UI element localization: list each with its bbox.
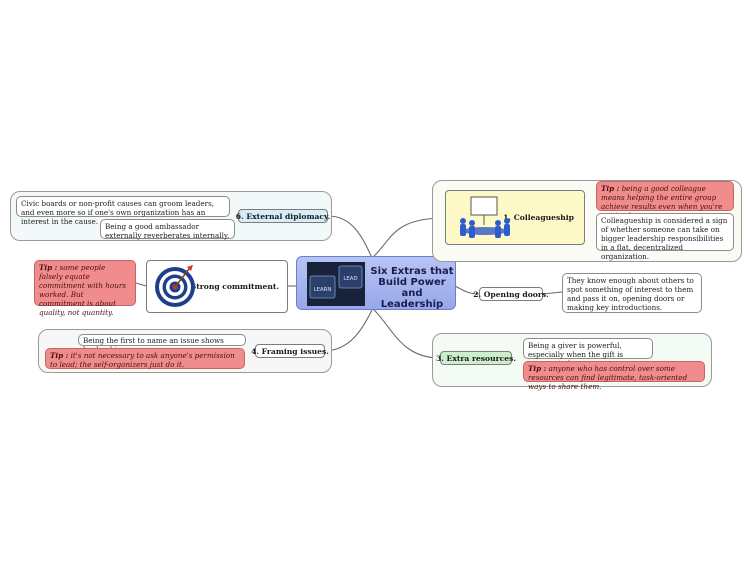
external-diplomacy-note-1[interactable]: Civic boards or non-profit causes can gr… — [16, 196, 230, 226]
framing-issues-note[interactable]: Being the first to name an issue shows l… — [78, 334, 246, 354]
strong-commitment-tip[interactable]: Tip : some people falsely equate commitm… — [34, 260, 136, 317]
colleagueship-topic[interactable]: 1. Colleagueship — [445, 190, 585, 245]
connector-colleagueship — [371, 217, 446, 259]
external-diplomacy-topic[interactable]: 6. External diplomacy. — [236, 209, 330, 223]
opening-doors-topic[interactable]: 2. Opening doors. — [473, 287, 549, 301]
external-diplomacy-note-2[interactable]: Being a good ambassador externally rever… — [100, 219, 235, 240]
colleagueship-note[interactable]: Colleagueship is considered a sign of wh… — [596, 213, 734, 261]
connector-opening-doors — [454, 285, 480, 295]
keyboard-keys-icon: LEARN LEAD — [307, 262, 365, 306]
extra-resources-topic[interactable]: 3. Extra resources. — [436, 351, 516, 365]
extra-resources-tip[interactable]: Tip : anyone who has control over some r… — [523, 361, 705, 391]
framing-issues-topic[interactable]: 4. Framing issues. — [251, 344, 329, 358]
connector-external-diplomacy — [327, 215, 373, 259]
framing-issues-tip[interactable]: Tip : it's not necessary to ask anyone's… — [45, 348, 245, 369]
connector-extra-resources — [371, 307, 441, 359]
meeting-people-icon — [460, 196, 510, 238]
central-topic[interactable]: LEARN LEAD Six Extras that Build Power a… — [296, 256, 456, 310]
key-learn-label: LEARN — [314, 287, 332, 293]
opening-doors-note[interactable]: They know enough about others to spot so… — [562, 273, 702, 313]
dartboard-target-icon — [155, 265, 195, 307]
connector-framing-issues — [324, 309, 373, 352]
extra-resources-note[interactable]: Being a giver is powerful, especially wh… — [523, 338, 653, 368]
key-lead-label: LEAD — [343, 276, 357, 282]
colleagueship-tip[interactable]: Tip : being a good colleague means helpi… — [596, 181, 734, 220]
central-title: Six Extras that Build Power and Leadersh… — [370, 266, 454, 310]
